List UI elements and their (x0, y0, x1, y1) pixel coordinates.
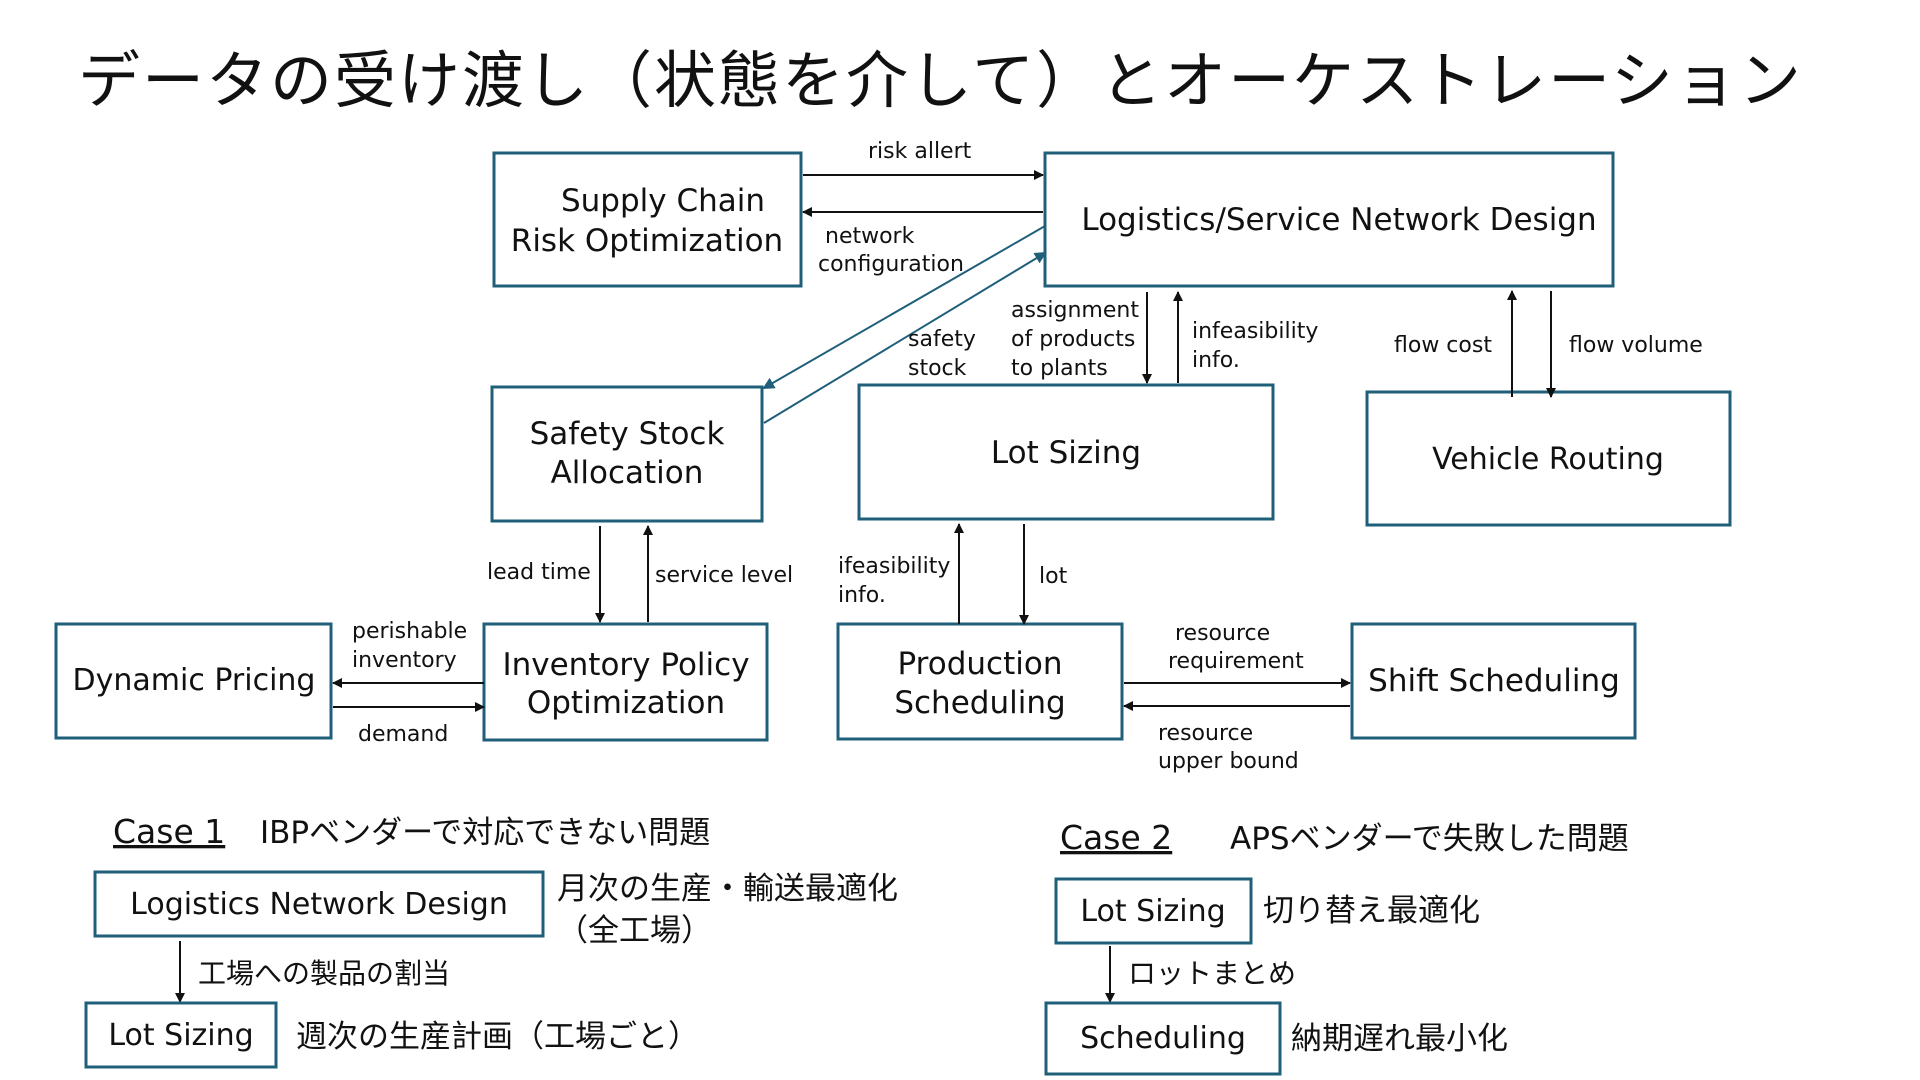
edge-label-network-configuration: configuration (818, 252, 964, 277)
edge-label-safety-stock: safety (908, 327, 976, 352)
node-label: Safety Stock (530, 416, 725, 452)
node-label: Dynamic Pricing (73, 663, 316, 698)
case1-label: Case 1 (113, 812, 225, 851)
node-label: Optimization (527, 685, 725, 721)
node-inventory-policy-optimization: Inventory Policy Optimization (482, 622, 769, 742)
case2-box-top (1054, 877, 1253, 945)
node-label: Risk Optimization (511, 223, 783, 259)
edge-label-resource-upper-bound: upper bound (1158, 749, 1299, 774)
page-title: データの受け渡し（状態を介して）とオーケストレーション (78, 44, 1803, 117)
case1-box-top (93, 870, 545, 938)
edge-label-service-level: service level (655, 563, 793, 588)
node-supply-chain-risk-optimization: Supply Chain Risk Optimization (492, 151, 803, 288)
edge-label-flow-volume: flow volume (1569, 333, 1703, 358)
edge-label-assignment: assignment (1011, 298, 1139, 323)
case2-box-bottom-label: Scheduling (1080, 1021, 1246, 1056)
case1-box-bottom-label: Lot Sizing (108, 1018, 253, 1053)
case1-box-top-note: 月次の生産・輸送最適化 (557, 871, 898, 907)
node-label: Production (898, 646, 1063, 682)
edge-label-lead-time: lead time (487, 560, 591, 585)
edge-label-safety-stock: stock (908, 356, 967, 381)
case2-box-top-note: 切り替え最適化 (1263, 893, 1480, 929)
edge-label-ifeasibility-info: ifeasibility (838, 554, 950, 579)
case1-title: IBPベンダーで対応できない問題 (260, 815, 710, 851)
edge-label-network-configuration: network (825, 224, 915, 249)
edge-label-perishable-inventory: perishable (352, 619, 467, 644)
node-shift-scheduling: Shift Scheduling (1350, 622, 1637, 740)
edge-safety-stock-to-lsnd (763, 251, 1047, 424)
node-label: Shift Scheduling (1368, 663, 1620, 699)
node-label: Vehicle Routing (1432, 442, 1664, 477)
case2-label: Case 2 (1060, 818, 1172, 857)
edge-label-infeasibility-info: infeasibility (1192, 319, 1318, 344)
node-label: Scheduling (894, 685, 1065, 721)
edge-label-ifeasibility-info: info. (838, 583, 886, 608)
node-production-scheduling: Production Scheduling (836, 622, 1124, 741)
node-dynamic-pricing: Dynamic Pricing (54, 622, 333, 740)
edge-label-lot: lot (1039, 564, 1068, 589)
node-label: Allocation (551, 455, 704, 491)
case1-box-bottom (84, 1001, 278, 1069)
node-safety-stock-allocation: Safety Stock Allocation (490, 385, 764, 523)
case2-section: Case 2 APSベンダーで失敗した問題 Lot Sizing 切り替え最適化… (1044, 818, 1629, 1076)
node-label: Inventory Policy (502, 647, 749, 683)
edge-label-demand: demand (358, 722, 448, 747)
node-vehicle-routing: Vehicle Routing (1365, 390, 1732, 527)
case1-box-top-note: （全工場） (557, 913, 712, 949)
edge-label-assignment: of products (1011, 327, 1135, 352)
edge-lsnd-to-safety-stock (762, 225, 1046, 389)
edge-label-perishable-inventory: inventory (352, 648, 457, 673)
case2-title: APSベンダーで失敗した問題 (1230, 821, 1629, 857)
edge-label-resource-requirement: resource (1175, 621, 1270, 646)
edge-label-risk-allert: risk allert (868, 139, 972, 164)
case2-box-top-label: Lot Sizing (1080, 894, 1225, 929)
edge-label-assignment: to plants (1011, 356, 1108, 381)
case1-box-top-label: Logistics Network Design (130, 887, 508, 922)
case1-box-bottom-note: 週次の生産計画（工場ごと） (296, 1019, 699, 1055)
case1-section: Case 1 IBPベンダーで対応できない問題 Logistics Networ… (84, 812, 898, 1069)
case2-arrow-label: ロットまとめ (1128, 957, 1296, 990)
node-label: Lot Sizing (991, 435, 1141, 471)
edge-label-resource-requirement: requirement (1168, 649, 1304, 674)
case2-box-bottom-note: 納期遅れ最小化 (1291, 1021, 1508, 1057)
node-label: Logistics/Service Network Design (1081, 202, 1596, 238)
edge-label-resource-upper-bound: resource (1158, 721, 1253, 746)
node-logistics-service-network-design: Logistics/Service Network Design (1043, 151, 1615, 288)
node-lot-sizing: Lot Sizing (857, 383, 1275, 521)
edge-label-infeasibility-info: info. (1192, 348, 1240, 373)
case2-box-bottom (1044, 1001, 1282, 1076)
case1-arrow-label: 工場への製品の割当 (198, 957, 450, 990)
edge-label-flow-cost: flow cost (1394, 333, 1492, 358)
node-label: Supply Chain (561, 183, 765, 219)
